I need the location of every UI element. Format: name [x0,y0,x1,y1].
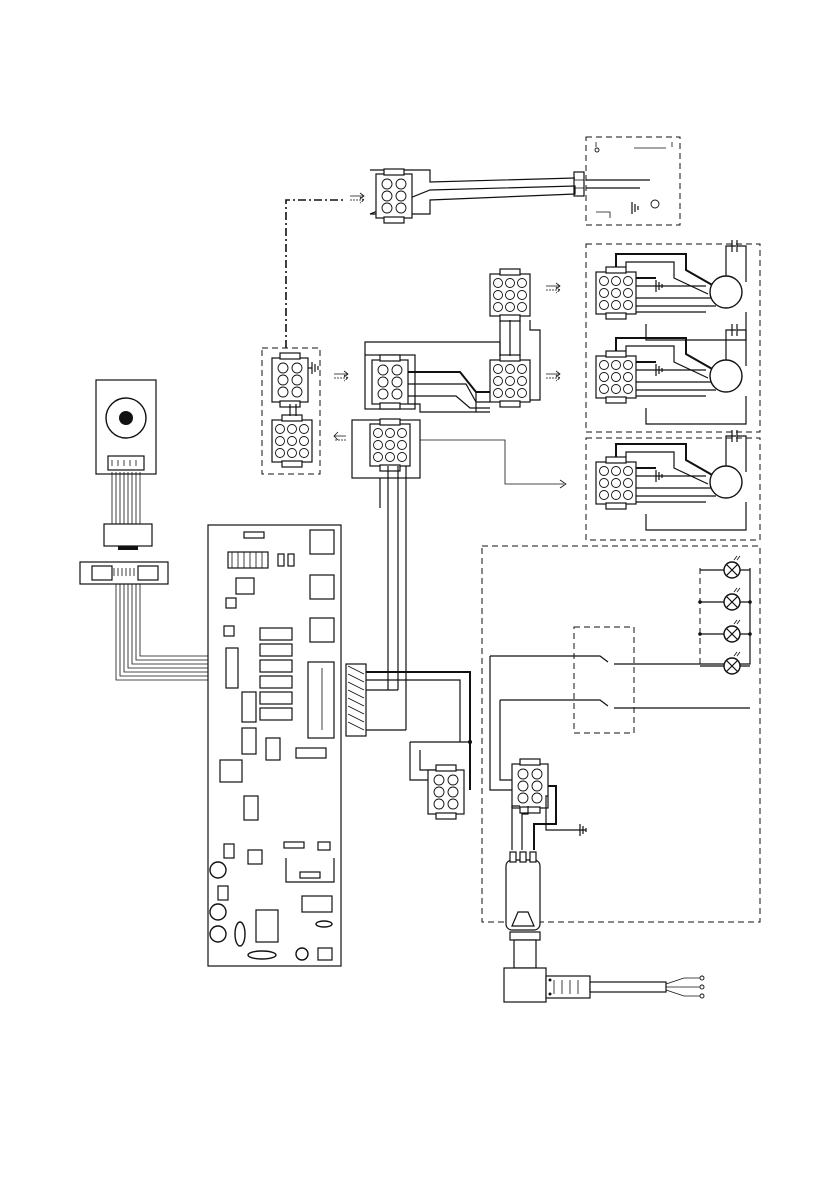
mains-plug [504,852,704,1002]
flat-cable [80,472,226,680]
junction-connector-group [262,348,320,474]
board-harness [346,664,472,819]
main-control-board [208,525,341,966]
motor-box-bottom [586,430,760,540]
display-panel [96,380,156,474]
sensor-cable [286,200,346,348]
motor-harness [365,269,540,412]
sensor-unit [574,137,680,225]
top-connector [370,169,575,223]
motor-box-top [586,240,760,432]
lower-junction-connector [352,419,566,730]
